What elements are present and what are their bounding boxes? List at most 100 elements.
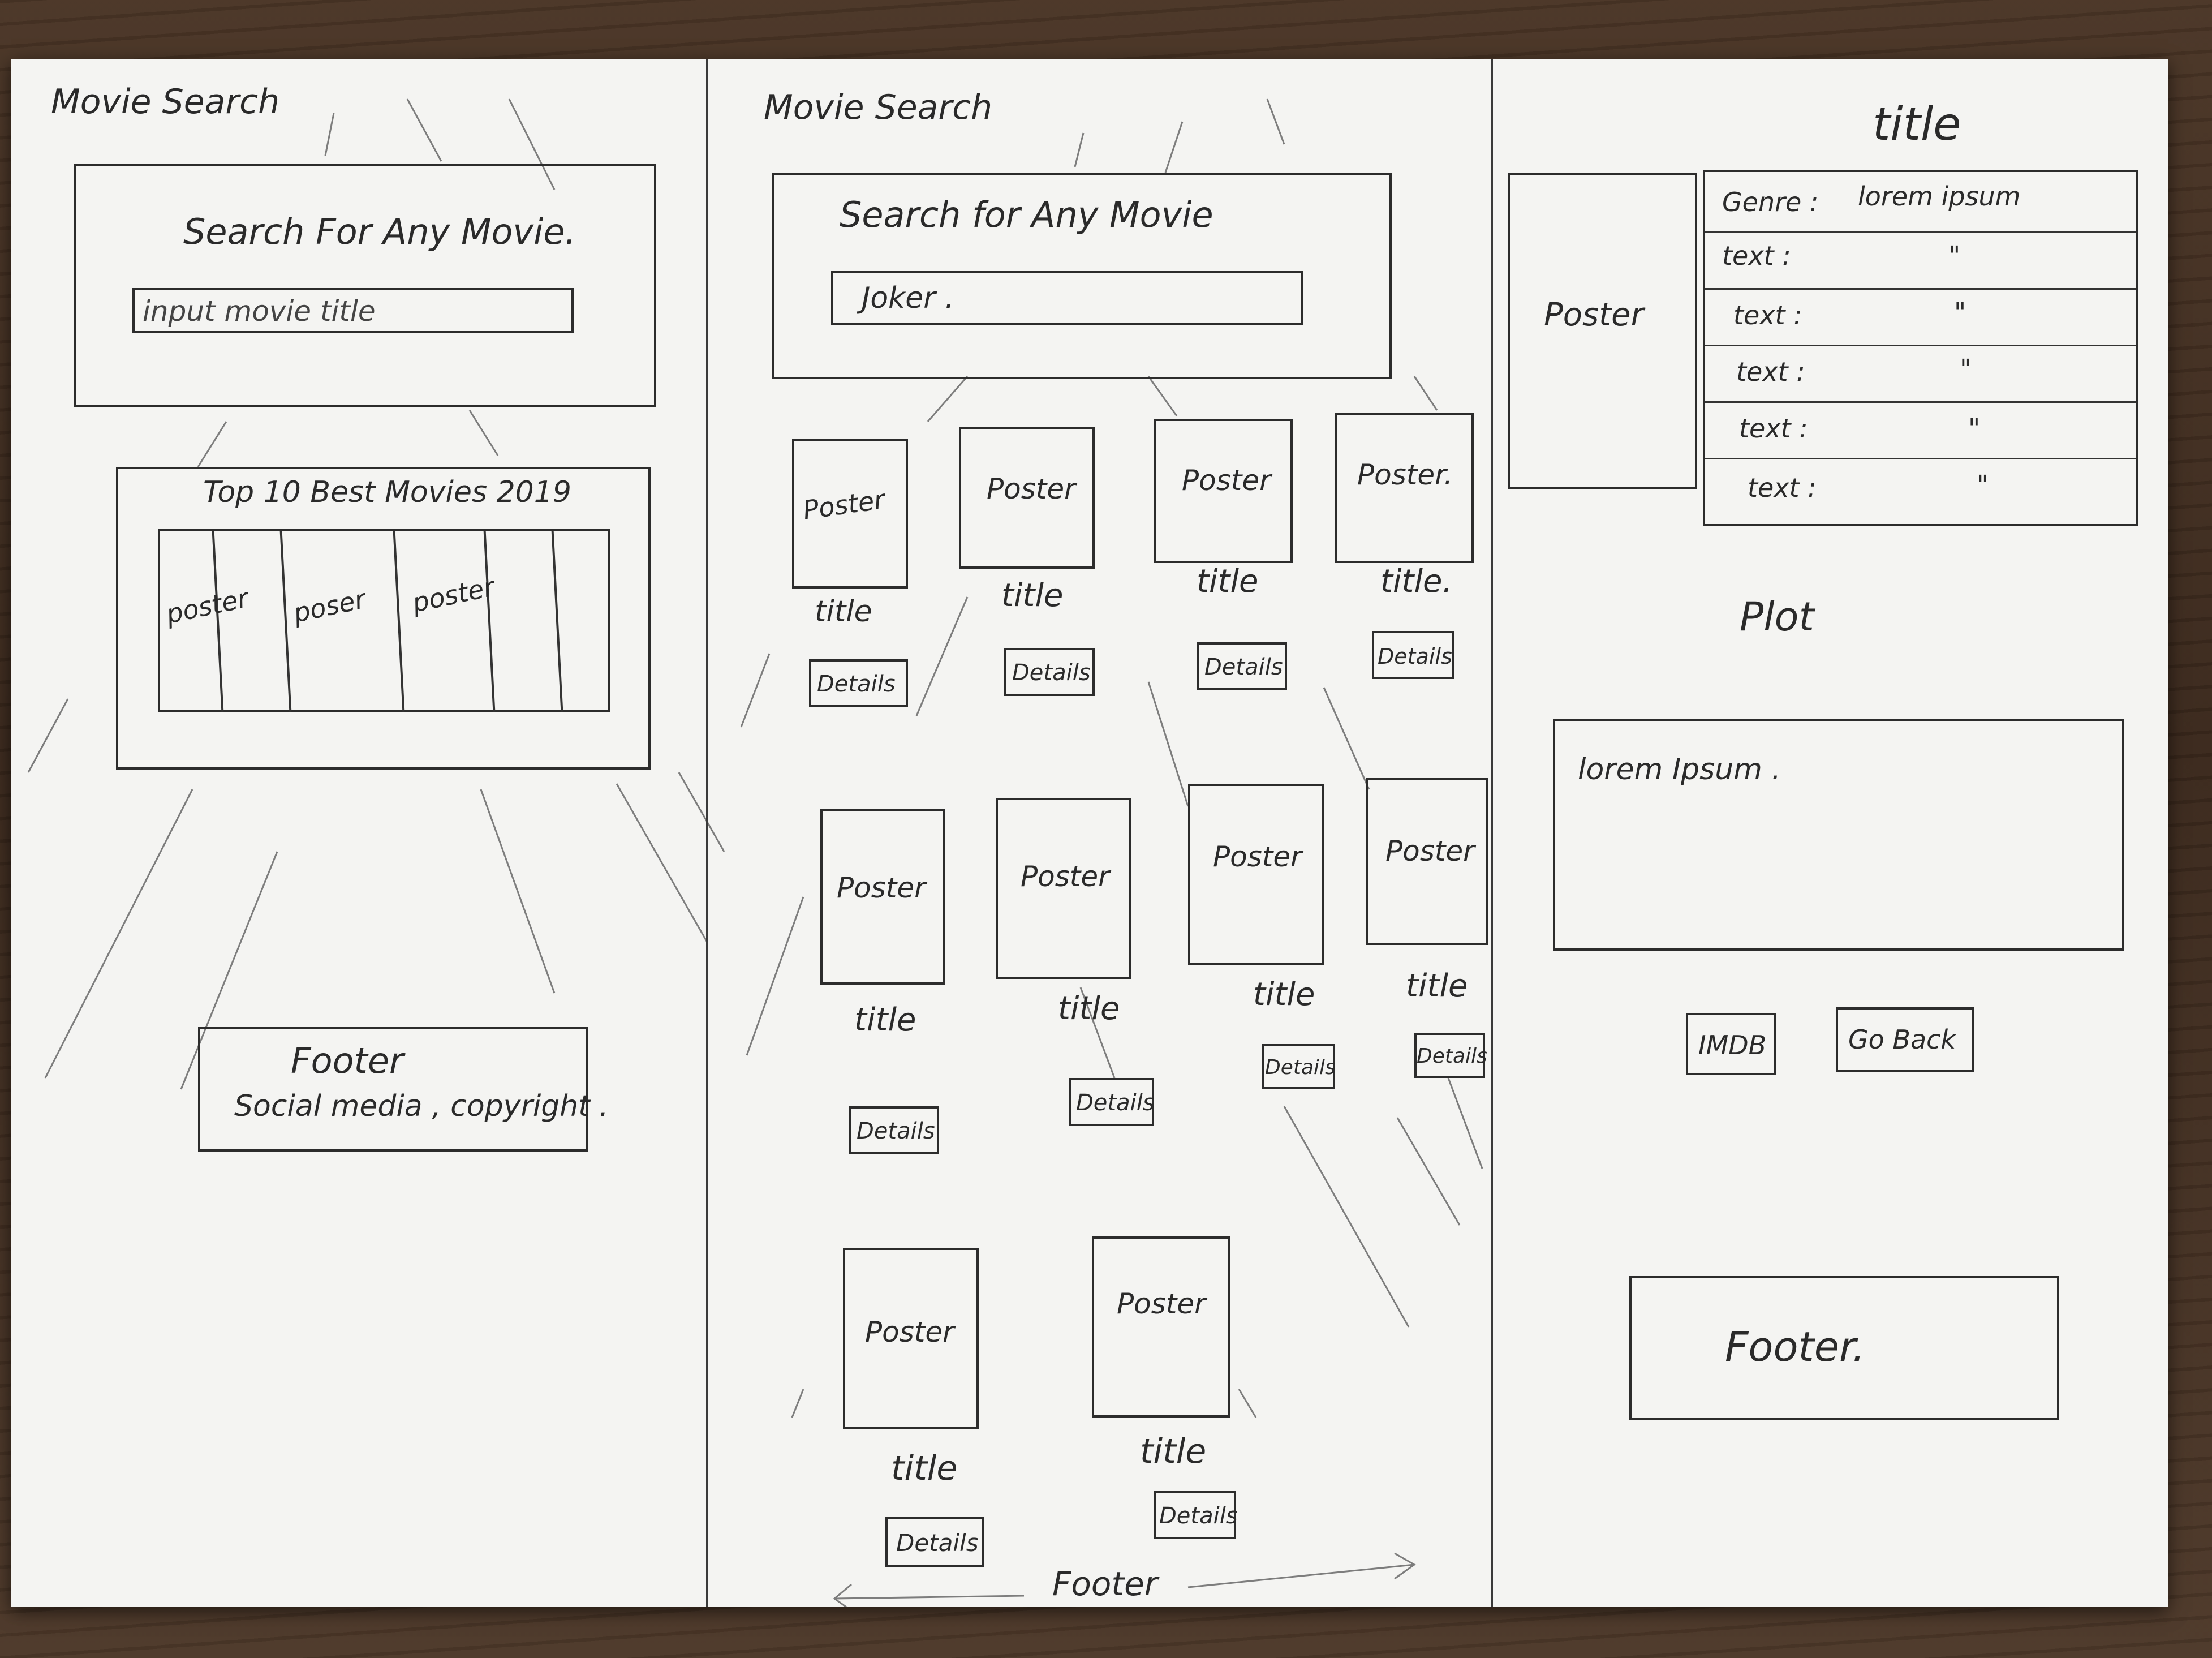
movie-title: title — [891, 1449, 958, 1488]
panel1-top-movies-heading: Top 10 Best Movies 2019 — [203, 475, 571, 509]
panel1-footer-text: Social media , copyright . — [234, 1089, 609, 1123]
poster-placeholder[interactable]: Poster — [820, 809, 945, 985]
panel3-info-table: Genre : lorem ipsum text : " text : " te… — [1703, 170, 2138, 526]
poster-placeholder[interactable]: Poster — [959, 427, 1095, 569]
details-button-label: Details — [1265, 1056, 1336, 1079]
sketch-strokes — [27, 98, 1483, 1607]
poster-label: Poster — [1213, 840, 1302, 873]
panel2-footer: Footer — [1052, 1565, 1158, 1603]
panel3-poster-label: Poster — [1544, 297, 1644, 333]
carousel-slot[interactable] — [279, 531, 292, 712]
info-row: text : " — [1705, 401, 2136, 459]
info-row: Genre : lorem ipsum — [1705, 172, 2136, 233]
poster-placeholder[interactable]: Poster — [1188, 784, 1324, 965]
carousel-poster[interactable]: poster — [163, 582, 251, 630]
panel2-search-input[interactable]: Joker . — [831, 271, 1303, 325]
movie-title: title — [1140, 1432, 1207, 1471]
carousel-slot[interactable] — [483, 531, 496, 712]
details-button[interactable]: Details — [1372, 631, 1454, 679]
imdb-button[interactable]: IMDB — [1686, 1013, 1776, 1075]
wireframe-paper: Movie Search Search For Any Movie. input… — [11, 59, 2168, 1607]
details-button[interactable]: Details — [809, 659, 908, 707]
info-row: text : " — [1705, 231, 2136, 290]
panel3-plot-box: lorem Ipsum . — [1553, 719, 2124, 951]
panel1-movie-carousel[interactable]: poster poser poster — [158, 529, 610, 712]
info-label: text : — [1739, 413, 1808, 444]
movie-title: title — [1406, 968, 1468, 1004]
info-value: " — [1954, 297, 1966, 328]
details-button[interactable]: Details — [1262, 1044, 1336, 1089]
poster-label: Poster — [1117, 1287, 1206, 1320]
info-value: " — [1977, 470, 1989, 500]
movie-title: title. — [1380, 563, 1453, 600]
poster-placeholder[interactable]: Poster — [1366, 778, 1488, 945]
movie-title: title — [1001, 577, 1064, 614]
details-button-label: Details — [1378, 644, 1452, 669]
carousel-poster[interactable]: poster — [409, 571, 497, 618]
poster-placeholder[interactable]: Poster — [1154, 419, 1293, 563]
poster-label: Poster — [1385, 835, 1475, 867]
carousel-poster[interactable]: poser — [290, 583, 368, 629]
poster-label: Poster — [865, 1316, 954, 1348]
info-value: lorem ipsum — [1858, 181, 2021, 212]
panel2-search-label: Search for Any Movie — [840, 194, 1213, 235]
info-label: text : — [1736, 356, 1805, 387]
panel3-footer-label: Footer. — [1725, 1323, 1865, 1371]
panel3-movie-title: title — [1873, 98, 1961, 151]
carousel-slot[interactable] — [551, 531, 563, 712]
panel1-footer: Footer Social media , copyright . — [198, 1027, 609, 1152]
poster-label: Poster — [987, 473, 1076, 505]
movie-title: title — [815, 595, 872, 629]
imdb-button-label: IMDB — [1698, 1030, 1767, 1060]
poster-label: Poster — [1021, 860, 1110, 893]
movie-title: title — [854, 1002, 916, 1038]
panel1-search-section: Search For Any Movie. input movie title — [74, 164, 656, 407]
panel1-search-input[interactable]: input movie title — [132, 288, 574, 333]
poster-placeholder[interactable]: Poster — [792, 439, 908, 589]
details-button-label: Details — [1204, 654, 1283, 680]
panel-divider-2 — [1491, 59, 1493, 1607]
info-value: " — [1948, 240, 1961, 271]
movie-title: title — [1058, 990, 1120, 1027]
poster-placeholder[interactable]: Poster — [996, 798, 1131, 979]
panel3-footer: Footer. — [1629, 1276, 2059, 1420]
info-label: text : — [1748, 473, 1817, 503]
poster-placeholder[interactable]: Poster. — [1335, 413, 1474, 563]
poster-label: Poster — [801, 484, 887, 526]
details-button[interactable]: Details — [1004, 648, 1095, 696]
go-back-button[interactable]: Go Back — [1836, 1007, 1974, 1072]
panel-divider-1 — [706, 59, 708, 1607]
details-button-label: Details — [1012, 660, 1091, 686]
panel1-search-placeholder: input movie title — [143, 295, 376, 328]
panel2-app-header: Movie Search — [764, 88, 993, 127]
details-button[interactable]: Details — [849, 1106, 939, 1154]
movie-title: title — [1197, 563, 1259, 600]
info-label: text : — [1733, 300, 1802, 330]
details-button-label: Details — [1076, 1090, 1155, 1116]
poster-placeholder[interactable]: Poster — [843, 1248, 979, 1429]
poster-placeholder[interactable]: Poster — [1092, 1236, 1230, 1418]
details-button[interactable]: Details — [1154, 1491, 1238, 1539]
details-button[interactable]: Details — [885, 1517, 984, 1567]
details-button[interactable]: Details — [1414, 1033, 1487, 1078]
info-row: text : " — [1705, 288, 2136, 346]
details-button[interactable]: Details — [1069, 1078, 1155, 1126]
details-button-label: Details — [857, 1118, 935, 1144]
details-button-label: Details — [896, 1529, 979, 1557]
info-value: " — [1968, 413, 1981, 444]
carousel-slot[interactable] — [212, 531, 224, 712]
details-button-label: Details — [1159, 1503, 1238, 1529]
details-button[interactable]: Details — [1197, 642, 1287, 690]
info-label: Genre : — [1722, 187, 1819, 217]
poster-label: Poster — [1182, 464, 1271, 497]
details-button-label: Details — [817, 671, 896, 697]
movie-title: title — [1253, 976, 1315, 1013]
panel1-search-label: Search For Any Movie. — [183, 211, 576, 252]
details-button-label: Details — [1417, 1045, 1487, 1068]
poster-label: Poster. — [1357, 458, 1453, 491]
info-row: text : " — [1705, 345, 2136, 403]
panel2-search-section: Search for Any Movie Joker . — [772, 173, 1392, 379]
panel1-top-movies-section: Top 10 Best Movies 2019 poster poser pos… — [116, 467, 651, 770]
carousel-slot[interactable] — [393, 531, 405, 712]
info-label: text : — [1722, 240, 1791, 271]
